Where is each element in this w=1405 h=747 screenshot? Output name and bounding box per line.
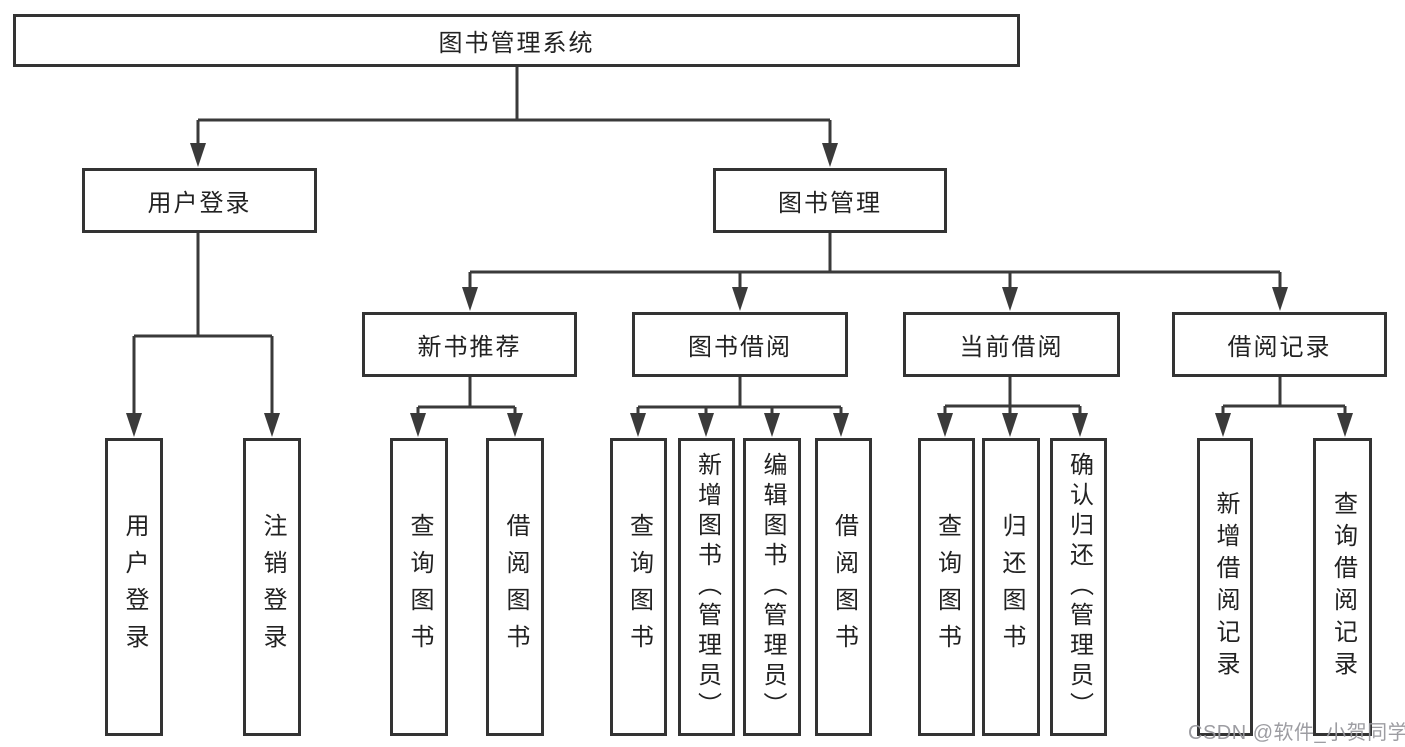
node-label: 借阅记录 [1227, 334, 1332, 361]
leaf-label: 查询图书 [406, 513, 433, 661]
leaf-borrow-books-recommend: 借阅图书 [486, 438, 544, 736]
leaf-label: 编辑图书（管理员） [759, 452, 786, 722]
node-label: 当前借阅 [959, 334, 1064, 361]
leaf-add-borrow-record: 新增借阅记录 [1197, 438, 1253, 736]
node-library-management-system: 图书管理系统 [13, 14, 1020, 67]
node-new-book-recommend: 新书推荐 [362, 312, 577, 377]
leaf-label: 新增借阅记录 [1212, 491, 1239, 683]
node-label: 新书推荐 [417, 334, 522, 361]
leaf-label: 借阅图书 [830, 513, 858, 661]
leaf-query-books-current: 查询图书 [918, 438, 975, 736]
leaf-label: 确认归还（管理员） [1065, 452, 1093, 722]
node-label: 图书借阅 [688, 334, 792, 361]
leaf-query-books-borrowing: 查询图书 [610, 438, 667, 736]
watermark: CSDN @软件_小贺同学 [1188, 722, 1405, 744]
node-label: 用户登录 [147, 190, 252, 217]
leaf-label: 注销登录 [259, 513, 286, 661]
leaf-borrow-books: 借阅图书 [815, 438, 872, 736]
node-label: 图书管理系统 [438, 30, 595, 57]
leaf-label: 查询图书 [625, 513, 653, 661]
leaf-label: 借阅图书 [502, 513, 529, 661]
leaf-label: 新增图书（管理员） [693, 452, 721, 722]
leaf-label: 用户登录 [121, 513, 148, 661]
leaf-label: 归还图书 [998, 513, 1025, 661]
leaf-add-books-admin: 新增图书（管理员） [678, 438, 735, 736]
leaf-edit-books-admin: 编辑图书（管理员） [743, 438, 801, 736]
leaf-user-login: 用户登录 [105, 438, 163, 736]
node-label: 图书管理 [778, 190, 882, 217]
leaf-query-borrow-record: 查询借阅记录 [1313, 438, 1372, 736]
node-user-login: 用户登录 [82, 168, 317, 233]
node-borrowing-records: 借阅记录 [1172, 312, 1387, 377]
leaf-logout: 注销登录 [243, 438, 301, 736]
node-book-management: 图书管理 [713, 168, 947, 233]
leaf-confirm-return-admin: 确认归还（管理员） [1050, 438, 1107, 736]
connector-path [132, 67, 1347, 415]
leaf-query-books-recommend: 查询图书 [390, 438, 448, 736]
arrowheads [126, 143, 1353, 437]
node-book-borrowing: 图书借阅 [632, 312, 848, 377]
leaf-label: 查询图书 [933, 513, 961, 661]
leaf-label: 查询借阅记录 [1329, 491, 1357, 683]
leaf-return-books: 归还图书 [982, 438, 1040, 736]
node-current-borrowing: 当前借阅 [903, 312, 1120, 377]
